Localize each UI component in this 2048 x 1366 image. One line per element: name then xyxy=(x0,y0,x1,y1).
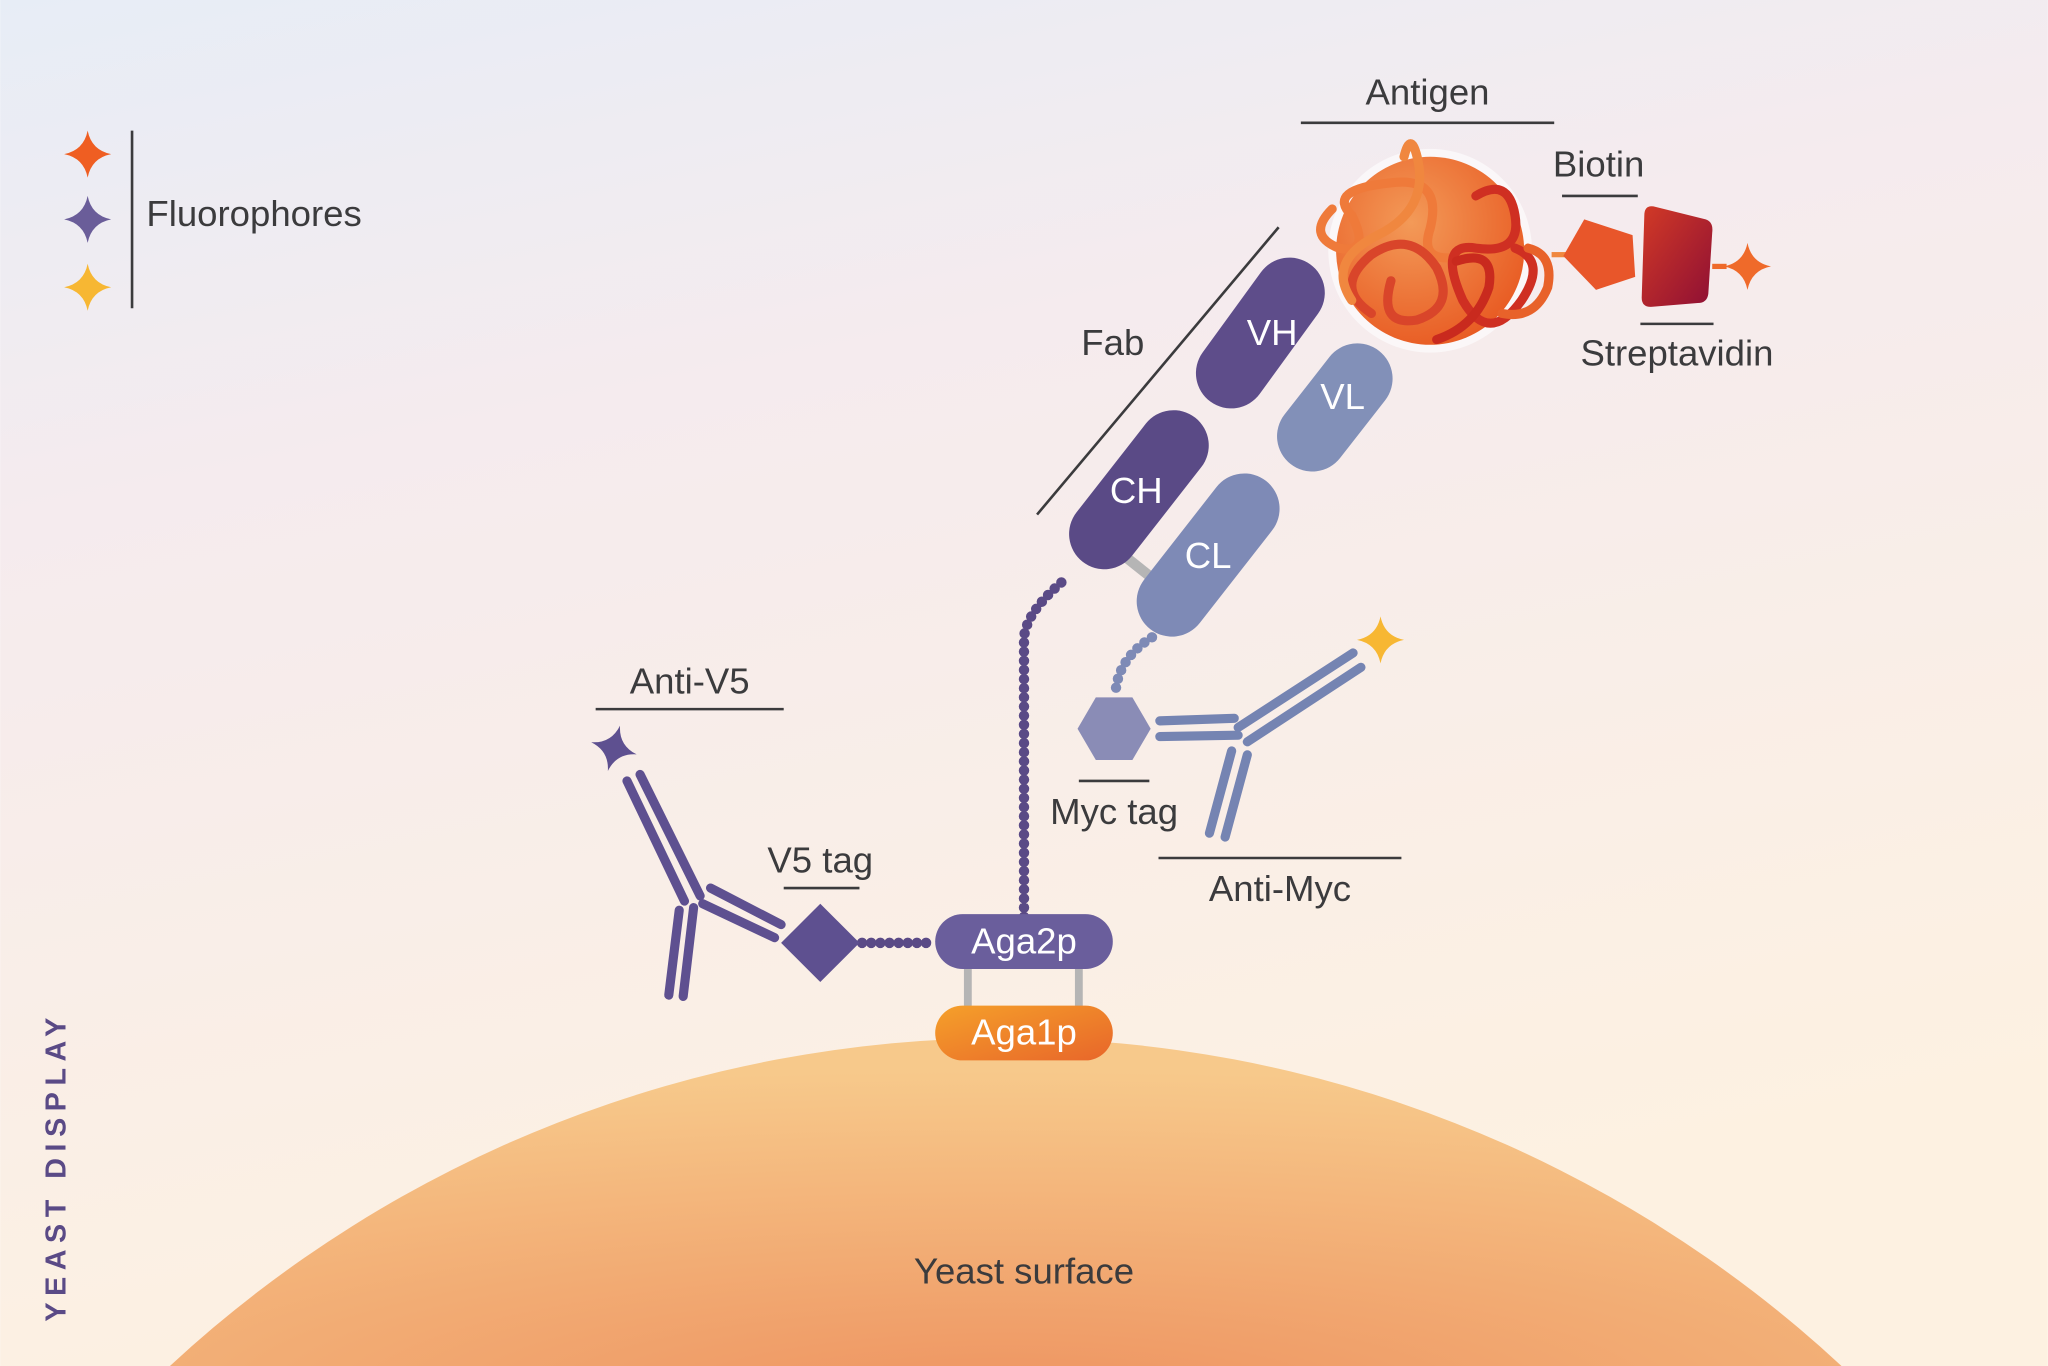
side-title: YEAST DISPLAY xyxy=(40,1011,72,1321)
aga2p-protein xyxy=(935,914,1113,969)
antigen-loops xyxy=(1316,139,1554,345)
vh-domain xyxy=(1195,257,1325,409)
myc-tag-hexagon xyxy=(1077,697,1151,761)
aga2p-fab-linker-beads xyxy=(1018,574,1070,922)
fab-bracket xyxy=(1036,226,1280,516)
antigen: Antigen xyxy=(1300,71,1555,353)
aga2p-label: Aga2p xyxy=(971,920,1077,961)
aga1p-protein xyxy=(935,1005,1113,1061)
v5-tag-label: V5 tag xyxy=(767,839,873,880)
ch-domain xyxy=(1069,410,1209,570)
legend-title: Fluorophores xyxy=(146,193,361,234)
myc-tag-label: Myc tag xyxy=(1050,791,1178,832)
yeast-cell xyxy=(169,1038,1842,1366)
antigen-label: Antigen xyxy=(1366,71,1490,112)
streptavidin-shape xyxy=(1641,206,1713,307)
aga1p-label: Aga1p xyxy=(971,1012,1077,1053)
v5-tag-diamond xyxy=(781,903,860,983)
anti-myc-label: Anti-Myc xyxy=(1209,868,1351,909)
cl-label: CL xyxy=(1185,535,1232,576)
anti-v5-antibody xyxy=(622,769,786,1001)
myc-linker xyxy=(1110,632,1158,700)
fab-label: Fab xyxy=(1081,322,1144,363)
cl-domain xyxy=(1136,473,1280,637)
legend: Fluorophores xyxy=(64,130,362,311)
vl-domain xyxy=(1277,343,1393,472)
yeast-surface-label: Yeast surface xyxy=(914,1251,1134,1292)
anti-v5-label: Anti-V5 xyxy=(630,660,750,701)
anti-myc-antibody xyxy=(1155,648,1366,842)
fab: VH CH VL CL Fab xyxy=(1036,226,1393,637)
vl-label: VL xyxy=(1320,376,1365,417)
biotin-shape xyxy=(1563,219,1636,290)
ch-label: CH xyxy=(1110,470,1163,511)
biotin-label: Biotin xyxy=(1553,143,1644,184)
streptavidin-label: Streptavidin xyxy=(1580,333,1773,374)
vh-label: VH xyxy=(1247,312,1298,353)
